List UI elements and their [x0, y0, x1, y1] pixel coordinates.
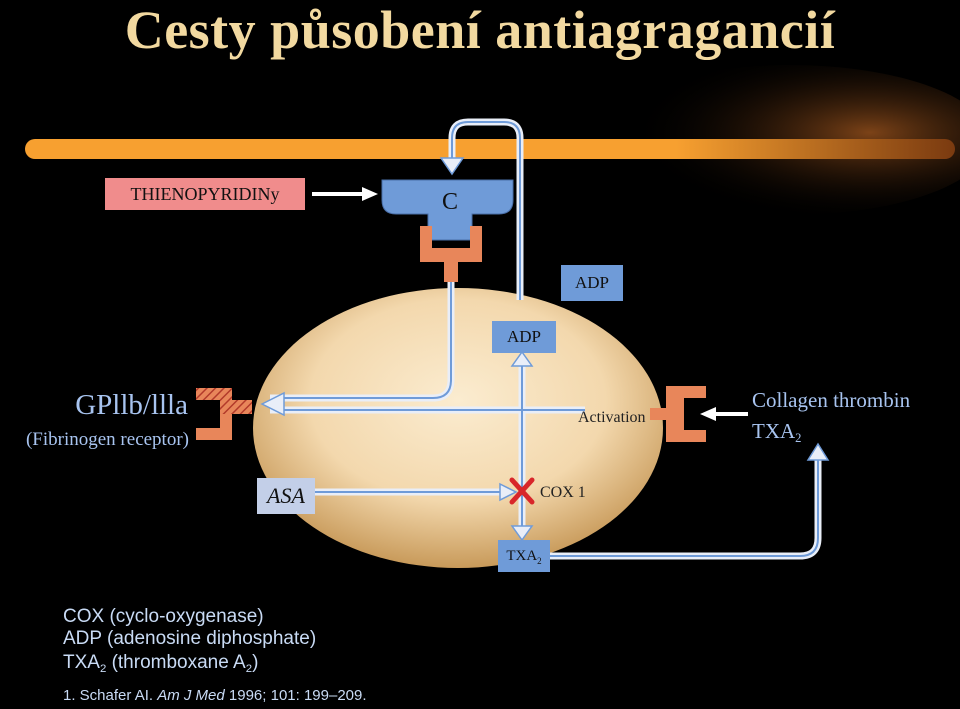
txa-right-sub: 2: [795, 431, 802, 445]
activation-label: Activation: [578, 409, 646, 426]
c-receptor-stem: [420, 226, 482, 282]
gp-receptor-hatch-top: [196, 388, 232, 400]
reference-journal: Am J Med: [157, 687, 225, 704]
legend-txa-middle: (thromboxane A: [106, 652, 246, 673]
legend-txa-suffix: ): [252, 652, 259, 673]
gp-receptor-subtitle: (Fibrinogen receptor): [25, 429, 189, 450]
txa-box-sub: 2: [537, 556, 542, 566]
collagen-receptor: [650, 386, 706, 442]
legend-txa-sub: 2: [99, 663, 107, 675]
asa-box: ASA: [257, 478, 315, 514]
reference-suffix: 1996; 101: 199–209.: [224, 687, 367, 704]
txa-box-text: TXA: [506, 548, 538, 564]
activation-pathway-inner: [280, 121, 819, 557]
legend-txa-sub2: 2: [245, 663, 253, 675]
receptor-c-label: C: [441, 189, 458, 215]
reference: 1. Schafer AI. Am J Med 1996; 101: 199–2…: [63, 686, 367, 706]
arrow-heads: [260, 157, 830, 542]
adp-inside-box: ADP: [492, 321, 556, 353]
txa-right-label: TXA2: [752, 418, 801, 451]
txa-box: TXA2: [498, 540, 550, 572]
collagen-arrow: [700, 407, 748, 421]
collagen-thrombin-label: Collagen thrombin: [752, 388, 911, 412]
cox1-inhibition-x: [509, 477, 535, 505]
legend-cox: COX (cyclo-oxygenase): [63, 606, 264, 627]
thienopyridine-label: THIENOPYRIDINy: [105, 178, 305, 210]
gp-receptor-hatch-mid: [220, 400, 252, 414]
legend-adp: ADP (adenosine diphosphate): [63, 628, 317, 649]
adp-outside-box: ADP: [561, 265, 623, 301]
platelet-cell: [253, 288, 663, 568]
cox1-label: COX 1: [540, 484, 586, 501]
reference-prefix: 1. Schafer AI.: [63, 687, 158, 704]
slide-title: Cesty působení antiagragancií: [124, 0, 836, 60]
legend-txa: TXA2 (thromboxane A2): [63, 652, 258, 680]
gp-receptor-title: GPllb/llla: [75, 389, 188, 421]
thienopyridine-arrow: [312, 187, 378, 201]
legend-txa-prefix: TXA: [63, 652, 100, 673]
orange-bar: [25, 139, 955, 159]
txa-right-text: TXA: [752, 419, 796, 443]
